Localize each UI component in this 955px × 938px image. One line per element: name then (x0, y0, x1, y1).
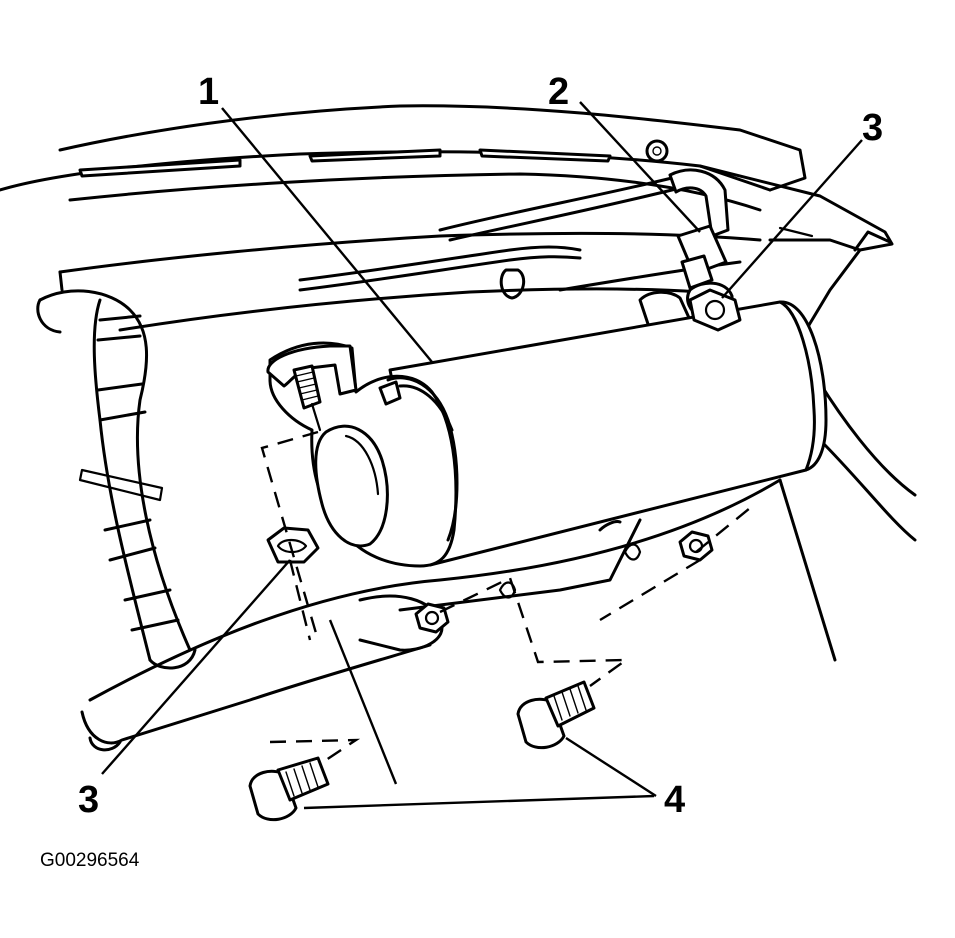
callout-3-upper: 3 (862, 107, 883, 149)
callout-2: 2 (548, 71, 569, 113)
callout-4: 4 (664, 779, 685, 821)
lower-nut (266, 526, 320, 564)
bolt-left (248, 756, 330, 822)
upper-nut (688, 288, 742, 332)
leader-lines (101, 101, 863, 810)
figure-id: G00296564 (40, 850, 140, 871)
airbag-module (266, 300, 828, 568)
installation-axes (260, 430, 751, 785)
callout-1: 1 (198, 71, 219, 113)
bolt-right (516, 680, 596, 750)
instrument-panel (0, 104, 917, 752)
callout-3-lower: 3 (78, 779, 99, 821)
